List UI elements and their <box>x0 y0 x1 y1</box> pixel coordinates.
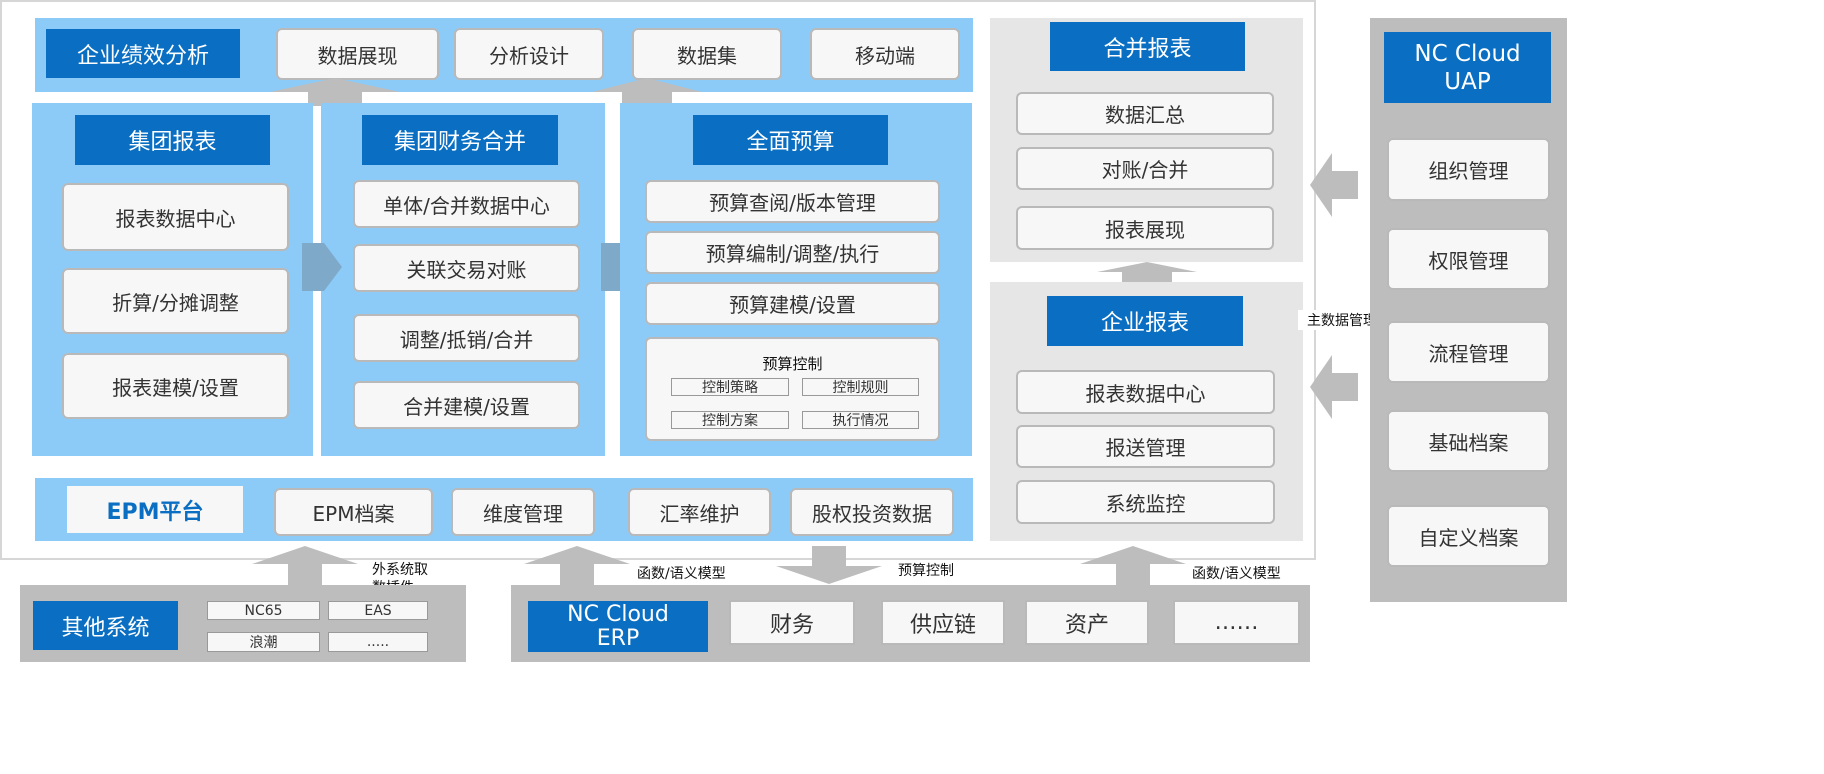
erp-item[interactable]: 财务 <box>729 600 855 645</box>
uap-item[interactable]: 权限管理 <box>1387 228 1550 290</box>
consolidated-item[interactable]: 对账/合并 <box>1016 147 1274 190</box>
erp-title: NC Cloud ERP <box>528 601 708 652</box>
tab-analysis-design[interactable]: 分析设计 <box>454 28 604 80</box>
group-consolidation-title: 集团财务合并 <box>362 115 558 165</box>
uap-panel <box>1370 18 1567 602</box>
consolidation-item[interactable]: 关联交易对账 <box>353 244 580 292</box>
enterprise-item[interactable]: 报送管理 <box>1016 425 1275 468</box>
enterprise-report-title: 企业报表 <box>1047 296 1243 346</box>
up-arrow-icon <box>524 546 630 586</box>
erp-item[interactable]: …… <box>1173 600 1300 645</box>
up-arrow-icon <box>1080 546 1186 586</box>
budget-title: 全面预算 <box>693 115 888 165</box>
up-arrow-icon <box>592 78 702 106</box>
uap-item[interactable]: 基础档案 <box>1387 410 1550 472</box>
tab-dataset[interactable]: 数据集 <box>632 28 782 80</box>
budget-item[interactable]: 预算建模/设置 <box>645 282 940 325</box>
left-arrow-icon <box>1310 153 1358 217</box>
group-report-item[interactable]: 报表建模/设置 <box>62 353 289 419</box>
uap-item[interactable]: 组织管理 <box>1387 138 1550 201</box>
other-system-item[interactable]: EAS <box>328 601 428 620</box>
epm-item[interactable]: 维度管理 <box>451 488 595 536</box>
tab-mobile[interactable]: 移动端 <box>810 28 960 80</box>
group-report-title: 集团报表 <box>75 115 270 165</box>
consolidation-item[interactable]: 单体/合并数据中心 <box>353 180 580 228</box>
group-report-item[interactable]: 报表数据中心 <box>62 183 289 251</box>
group-report-item[interactable]: 折算/分摊调整 <box>62 268 289 334</box>
up-arrow-icon <box>270 78 400 106</box>
budget-control-title: 预算控制 <box>762 354 823 373</box>
budget-control-label: 预算控制 <box>898 563 954 579</box>
tab-data-display[interactable]: 数据展现 <box>276 28 439 80</box>
epm-item[interactable]: 股权投资数据 <box>790 488 954 536</box>
control-strategy[interactable]: 控制策略 <box>671 378 789 396</box>
uap-item[interactable]: 自定义档案 <box>1387 505 1550 567</box>
other-system-item[interactable]: 浪潮 <box>207 632 320 652</box>
right-arrow-icon <box>302 243 342 291</box>
other-system-item[interactable]: NC65 <box>207 601 320 620</box>
epm-title: EPM平台 <box>67 486 243 533</box>
budget-item[interactable]: 预算查阅/版本管理 <box>645 180 940 223</box>
other-systems-title: 其他系统 <box>33 601 178 650</box>
uap-title: NC Cloud UAP <box>1384 32 1551 103</box>
enterprise-item[interactable]: 系统监控 <box>1016 480 1275 524</box>
consolidated-item[interactable]: 数据汇总 <box>1016 92 1274 135</box>
budget-item[interactable]: 预算编制/调整/执行 <box>645 231 940 274</box>
erp-item[interactable]: 供应链 <box>881 600 1005 645</box>
uap-item[interactable]: 流程管理 <box>1387 321 1550 383</box>
control-scheme[interactable]: 控制方案 <box>671 411 789 429</box>
left-arrow-icon <box>1310 355 1358 419</box>
up-arrow-icon <box>252 546 358 586</box>
consolidated-item[interactable]: 报表展现 <box>1016 206 1274 250</box>
up-arrow-icon <box>1097 262 1197 282</box>
master-data-label: 主数据管理 <box>1298 310 1386 330</box>
consolidation-item[interactable]: 调整/抵销/合并 <box>353 314 580 362</box>
down-arrow-icon <box>776 546 882 584</box>
epm-item[interactable]: 汇率维护 <box>628 488 771 536</box>
performance-title: 企业绩效分析 <box>46 29 240 78</box>
consolidation-item[interactable]: 合并建模/设置 <box>353 381 580 429</box>
function-model-label: 函数/语义模型 <box>1192 566 1281 582</box>
enterprise-item[interactable]: 报表数据中心 <box>1016 370 1275 414</box>
function-model-label: 函数/语义模型 <box>637 566 726 582</box>
erp-item[interactable]: 资产 <box>1025 600 1149 645</box>
consolidated-report-title: 合并报表 <box>1050 22 1245 71</box>
execution-status[interactable]: 执行情况 <box>802 411 919 429</box>
other-system-item[interactable]: ..... <box>328 632 428 652</box>
epm-item[interactable]: EPM档案 <box>274 488 433 536</box>
control-rule[interactable]: 控制规则 <box>802 378 919 396</box>
